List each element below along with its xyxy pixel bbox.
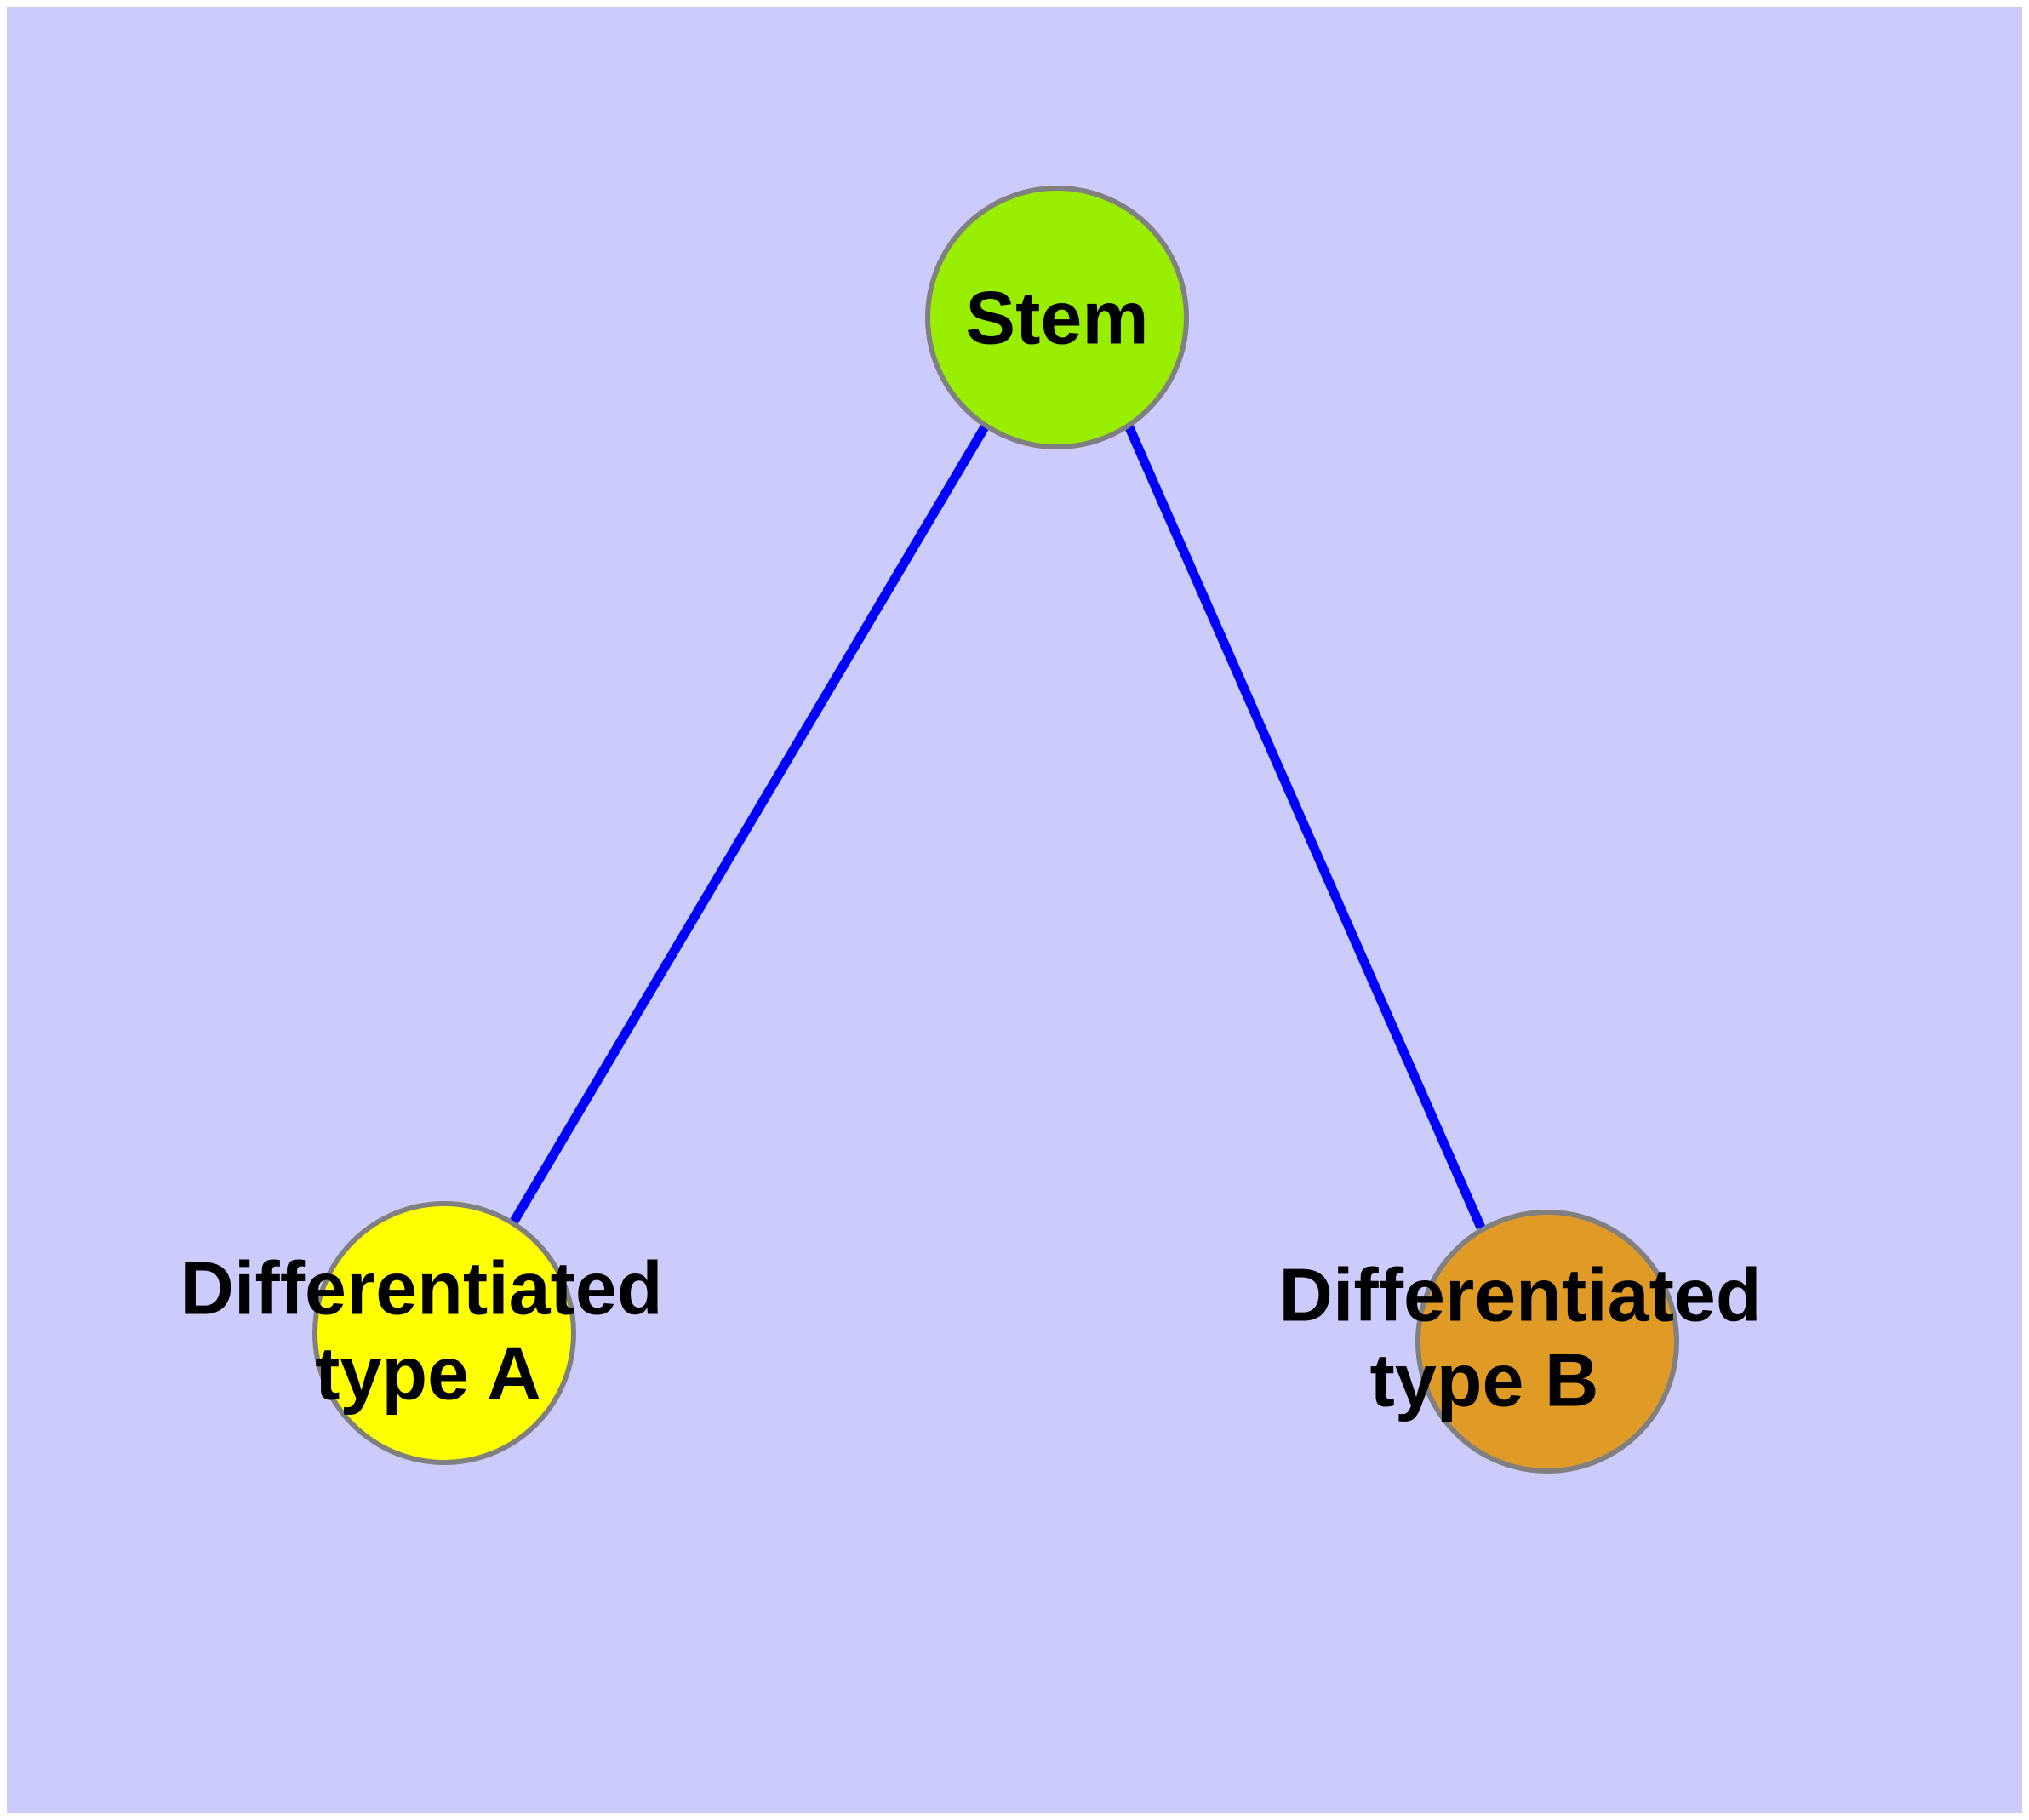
edge-stem-to-differentiated-type-b[interactable]: [1123, 423, 1486, 1230]
node-differentiated-type-a-circle[interactable]: [312, 1201, 576, 1465]
node-differentiated-type-a-label-line2: type A: [315, 1331, 541, 1415]
node-differentiated-type-b-circle[interactable]: [1415, 1210, 1679, 1474]
edge-group: [508, 423, 1486, 1230]
node-group: Stem: [312, 186, 1679, 1474]
node-differentiated-type-a-label-line1: Differentiated: [180, 1245, 662, 1330]
node-differentiated-type-b-label-line2: type B: [1370, 1337, 1599, 1422]
edge-stem-to-differentiated-type-a[interactable]: [508, 423, 990, 1227]
node-stem-label: Stem: [965, 275, 1148, 359]
node-stem[interactable]: Stem: [925, 186, 1189, 449]
graph-svg: Stem Differentiated type A Differentiate…: [180, 186, 1762, 1474]
node-stem-circle[interactable]: [925, 186, 1189, 449]
node-label-group: Differentiated type A Differentiated typ…: [180, 1245, 1761, 1422]
plot-area: Stem Differentiated type A Differentiate…: [7, 7, 2022, 1813]
node-differentiated-type-b[interactable]: [1415, 1210, 1679, 1474]
node-differentiated-type-a[interactable]: [312, 1201, 576, 1465]
node-differentiated-type-b-label-line1: Differentiated: [1278, 1252, 1761, 1336]
